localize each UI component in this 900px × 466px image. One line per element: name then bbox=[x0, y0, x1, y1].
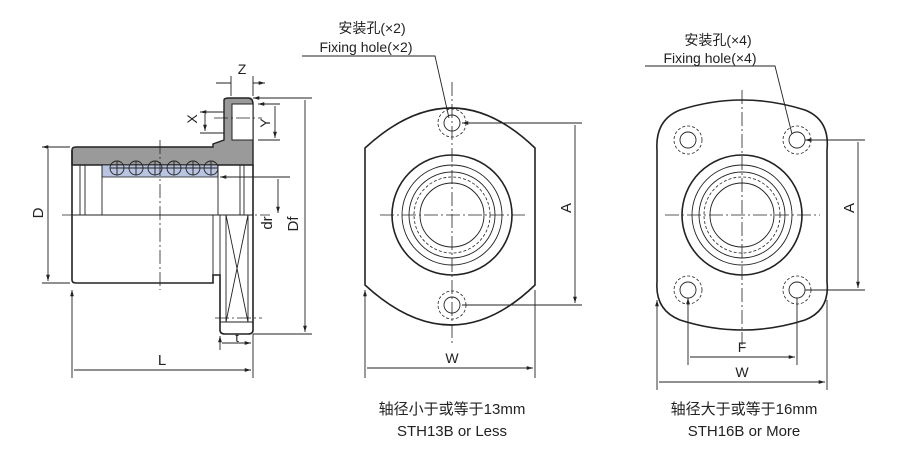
side-view: Z X Y D dr Df t L bbox=[30, 61, 312, 378]
callout-en: Fixing hole(×2) bbox=[320, 39, 413, 55]
label-L: L bbox=[158, 352, 166, 369]
label-Z: Z bbox=[238, 61, 247, 77]
label-t: t bbox=[235, 330, 239, 345]
callout-cn: 安装孔(×4) bbox=[684, 32, 751, 48]
caption-cn: 轴径大于或等于16mm bbox=[671, 400, 818, 418]
housing-section bbox=[71, 97, 254, 166]
label-dr: dr bbox=[259, 216, 276, 229]
mounting-hole-section bbox=[231, 103, 254, 141]
caption-cn: 轴径小于或等于13mm bbox=[379, 400, 526, 418]
caption-en: STH13B or Less bbox=[397, 423, 507, 440]
label-A: A bbox=[841, 203, 858, 213]
label-Y: Y bbox=[257, 118, 273, 128]
front-view-2-hole: A W 安装孔(×2) Fixing hole(×2) 轴径小于或等于13mm … bbox=[302, 20, 582, 440]
callout-en: Fixing hole(×4) bbox=[664, 50, 757, 66]
front-view-4-hole: A F W 安装孔(×4) Fixing hole(×4) 轴径大于或等于16m… bbox=[645, 32, 865, 440]
callout-cn: 安装孔(×2) bbox=[338, 20, 405, 36]
caption-en: STH16B or More bbox=[688, 423, 801, 440]
label-Df: Df bbox=[285, 216, 302, 232]
label-D: D bbox=[30, 207, 47, 218]
label-F: F bbox=[738, 339, 747, 355]
label-A: A bbox=[558, 203, 575, 213]
label-X: X bbox=[184, 114, 200, 124]
label-W: W bbox=[445, 350, 459, 366]
label-W: W bbox=[735, 364, 749, 380]
